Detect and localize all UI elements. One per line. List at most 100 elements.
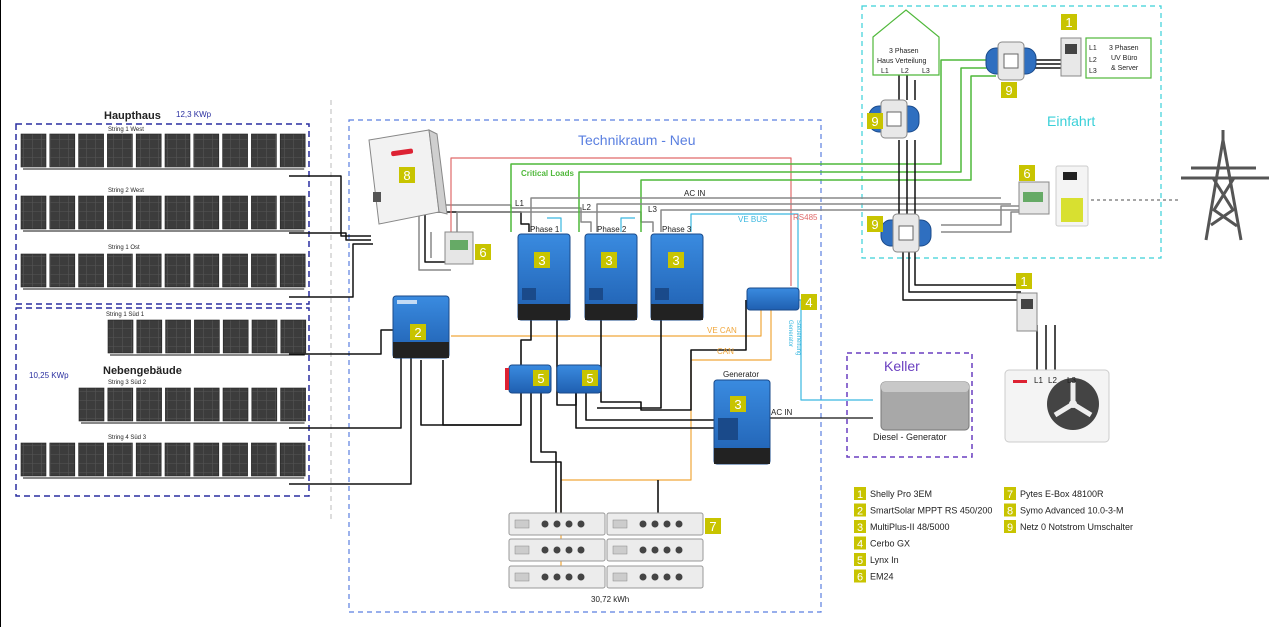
ve-bus-label: VE BUS bbox=[738, 215, 767, 224]
pv-string bbox=[78, 387, 306, 424]
rs485-label: RS485 bbox=[793, 213, 818, 222]
l1-label: L1 bbox=[515, 199, 524, 208]
pv-panel bbox=[193, 195, 220, 230]
haupthaus-area bbox=[15, 123, 310, 305]
nebengebaeude-title: Nebengebäude bbox=[103, 365, 182, 377]
phase-label: L3 bbox=[1089, 68, 1097, 75]
battery-module bbox=[606, 538, 704, 562]
pv-panel bbox=[20, 253, 47, 288]
battery-stack bbox=[508, 512, 704, 589]
pv-panel bbox=[78, 253, 104, 288]
shelly-meter-top bbox=[1060, 37, 1082, 77]
phase-label: Phase 3 bbox=[662, 225, 692, 234]
pv-panel bbox=[107, 387, 134, 422]
badge-number: 9 bbox=[871, 217, 878, 232]
diesel-label: Diesel - Generator bbox=[873, 432, 947, 442]
component-badge-battery: 7 bbox=[705, 518, 721, 534]
badge-number: 9 bbox=[1005, 83, 1012, 98]
pv-panel bbox=[222, 319, 249, 354]
pv-panel bbox=[136, 319, 163, 354]
grid-connection-box bbox=[1055, 165, 1089, 227]
pv-panel bbox=[165, 387, 191, 422]
component-badge-shelly_bottom: 1 bbox=[1016, 273, 1032, 289]
pv-string bbox=[20, 253, 306, 290]
pv-string bbox=[20, 133, 306, 170]
pv-panel bbox=[279, 133, 306, 168]
pv-panel bbox=[78, 133, 104, 168]
pv-panel bbox=[279, 195, 306, 230]
phase-label: Phase 2 bbox=[597, 225, 627, 234]
legend-number: 1 bbox=[857, 489, 863, 501]
badge-number: 3 bbox=[672, 253, 679, 268]
uv-buero-subtitle: UV Büro bbox=[1111, 55, 1138, 62]
pv-panel bbox=[107, 133, 133, 168]
can-label: CAN bbox=[717, 347, 734, 356]
haupthaus-power: 12,3 KWp bbox=[176, 110, 212, 119]
component-badge-switch_bottom: 9 bbox=[867, 216, 883, 232]
battery-capacity: 30,72 kWh bbox=[591, 595, 629, 604]
component-badge-em24_inv: 6 bbox=[475, 244, 491, 260]
pv-panel bbox=[279, 442, 306, 477]
string-label: String 2 West bbox=[108, 188, 144, 194]
badge-number: 2 bbox=[414, 325, 421, 340]
haus-verteilung-subtitle: Haus Verteilung bbox=[877, 58, 927, 65]
component-badge-multi3: 3 bbox=[668, 252, 684, 268]
string-label: String 1 West bbox=[108, 127, 144, 133]
pv-panel bbox=[193, 442, 220, 477]
legend-number: 5 bbox=[857, 555, 863, 567]
pv-panel bbox=[78, 442, 104, 477]
einfahrt-area bbox=[861, 5, 1162, 259]
technikraum-title: Technikraum - Neu bbox=[578, 132, 696, 148]
pv-panel bbox=[107, 442, 133, 477]
pv-panel bbox=[251, 442, 277, 477]
badge-number: 6 bbox=[479, 245, 486, 260]
pv-string bbox=[107, 319, 307, 356]
component-badge-em24_grid: 6 bbox=[1019, 165, 1035, 181]
pv-panel bbox=[193, 253, 220, 288]
legend-number: 9 bbox=[1007, 522, 1013, 534]
battery-module bbox=[508, 512, 606, 536]
ve-can-label: VE CAN bbox=[707, 326, 737, 335]
component-badge-lynx1: 5 bbox=[533, 370, 549, 386]
pv-string bbox=[20, 442, 306, 479]
pv-panel bbox=[280, 319, 307, 354]
string-label: String 3 Süd 2 bbox=[108, 380, 147, 386]
shelly-meter-bottom bbox=[1016, 292, 1038, 332]
battery-module bbox=[606, 512, 704, 536]
uv-buero-box bbox=[1085, 37, 1152, 79]
pv-panel bbox=[164, 253, 191, 288]
string-label: String 1 Süd 1 bbox=[106, 312, 145, 318]
pv-panel bbox=[49, 253, 76, 288]
pv-panel bbox=[107, 195, 133, 230]
haus-verteilung-title: 3 Phasen bbox=[889, 48, 919, 55]
badge-number: 7 bbox=[709, 519, 716, 534]
legend-label: Pytes E-Box 48100R bbox=[1020, 489, 1104, 499]
badge-number: 5 bbox=[537, 371, 544, 386]
pv-panel bbox=[136, 387, 162, 422]
legend-number: 3 bbox=[857, 522, 863, 534]
pv-panel bbox=[194, 319, 220, 354]
pv-panel bbox=[193, 133, 220, 168]
pv-panel bbox=[78, 387, 105, 422]
component-badge-inverter: 8 bbox=[399, 167, 415, 183]
pv-panel bbox=[20, 133, 47, 168]
badge-number: 3 bbox=[734, 397, 741, 412]
pv-panel bbox=[107, 253, 133, 288]
legend-number: 2 bbox=[857, 506, 863, 518]
phase-label: L2 bbox=[1089, 57, 1097, 64]
legend-label: Netz 0 Notstrom Umschalter bbox=[1020, 522, 1133, 532]
pv-panel bbox=[49, 195, 76, 230]
pv-panel bbox=[222, 442, 248, 477]
power-pylon-icon bbox=[1181, 130, 1269, 241]
badge-number: 8 bbox=[403, 168, 410, 183]
diesel-generator bbox=[880, 381, 970, 431]
multiplus-generator bbox=[713, 379, 771, 465]
pv-panel bbox=[165, 319, 191, 354]
legend-label: Symo Advanced 10.0-3-M bbox=[1020, 506, 1124, 516]
